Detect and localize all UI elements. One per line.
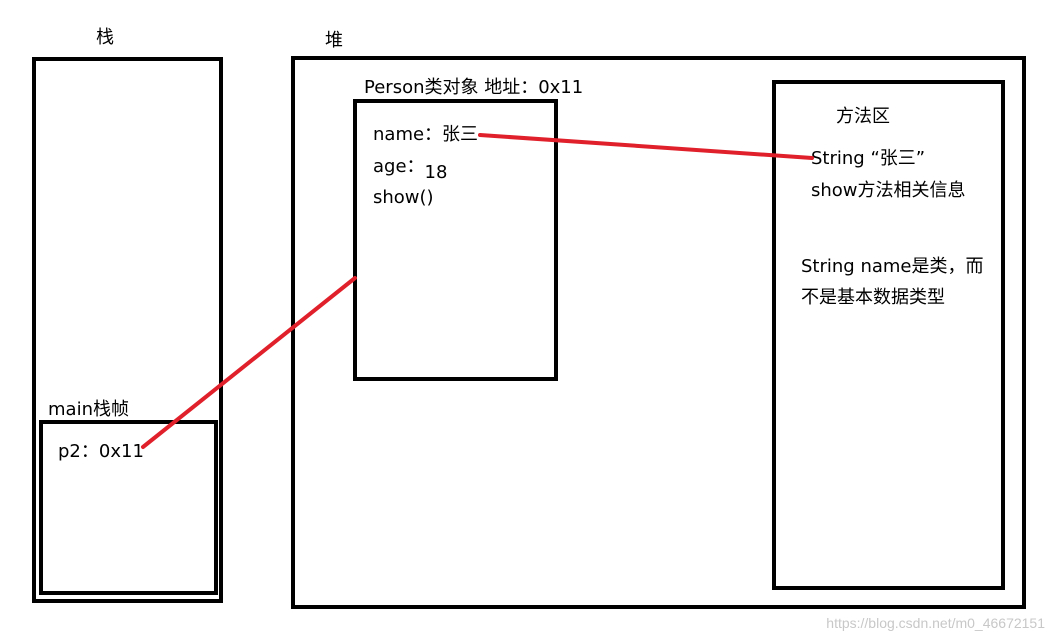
- person-object-box: [353, 99, 558, 381]
- method-area-line1: String “张三”: [811, 148, 926, 169]
- heap-title: 堆: [325, 30, 343, 51]
- method-area-line2: show方法相关信息: [811, 180, 966, 201]
- person-object-title: Person类对象 地址：0x11: [364, 77, 584, 98]
- stack-box: [32, 57, 223, 603]
- stack-var-value: 0x11: [98, 441, 144, 462]
- field-name-value: 张三: [442, 124, 479, 145]
- field-age: age：18: [373, 156, 447, 183]
- field-show: show(): [373, 187, 434, 209]
- main-stack-frame: [39, 420, 218, 595]
- field-name: name：张三: [373, 124, 478, 146]
- stack-var-sep: ：: [80, 441, 99, 462]
- field-age-label: age：: [373, 156, 425, 177]
- stack-title: 栈: [96, 27, 114, 48]
- stack-var-name: p2: [58, 441, 81, 462]
- stack-frame-title: main栈帧: [48, 399, 129, 420]
- connector-p2-to-object: [141, 276, 357, 449]
- watermark: https://blog.csdn.net/m0_46672151: [826, 615, 1045, 631]
- field-name-label: name：: [373, 124, 443, 145]
- method-area-box: [772, 80, 1005, 590]
- method-area-title: 方法区: [836, 106, 890, 127]
- connector-name-to-string: [478, 133, 814, 160]
- method-area-note-line1: String name是类，而: [801, 256, 984, 277]
- heap-box: [291, 56, 1026, 609]
- stack-var: p2：0x11: [58, 441, 144, 463]
- field-age-value: 18: [424, 162, 448, 183]
- method-area-note-line2: 不是基本数据类型: [801, 287, 945, 308]
- field-show-label: show(): [373, 187, 434, 208]
